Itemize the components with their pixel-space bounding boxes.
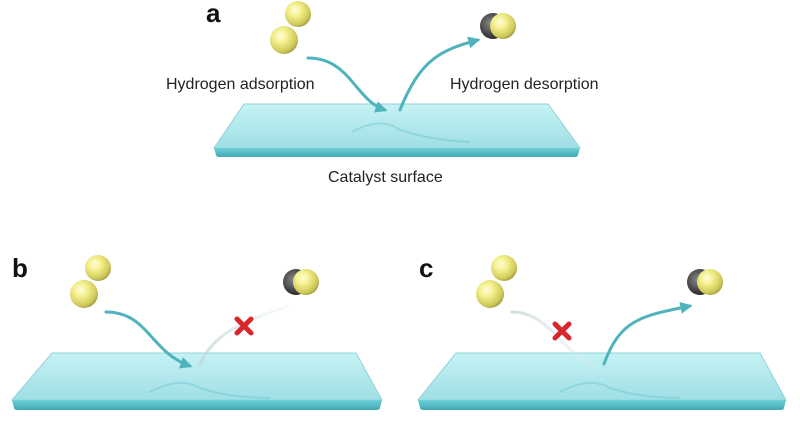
adsorption-arrow-b [104, 310, 193, 369]
label-hydrogen-desorption: Hydrogen desorption [450, 76, 599, 93]
h2-molecule-outgoing-b [283, 269, 319, 295]
label-catalyst-surface: Catalyst surface [328, 169, 443, 186]
blocked-desorption-path [198, 304, 290, 366]
path-reflection-c [559, 381, 681, 399]
panel-b: b [10, 253, 383, 410]
catalyst-plate-b [10, 352, 383, 410]
h2-molecule-outgoing-c [687, 269, 723, 295]
blocked-adsorption-path [510, 310, 598, 368]
catalyst-plate-a [213, 103, 581, 157]
red-x-mark-icon [234, 316, 254, 336]
path-reflection-b [149, 381, 271, 399]
catalyst-plate-c [416, 352, 787, 410]
panel-a: a Hydrogen adsorption Hydrogen desorptio… [166, 0, 599, 186]
h2-molecule-outgoing-a [480, 13, 516, 39]
desorption-arrow [398, 36, 481, 112]
adsorption-arrow [306, 56, 388, 113]
h2-molecule-incoming-c [476, 255, 517, 308]
h2-molecule-incoming-a [270, 1, 311, 54]
label-hydrogen-adsorption: Hydrogen adsorption [166, 76, 315, 93]
panel-letter-b: b [12, 253, 28, 283]
panel-letter-c: c [419, 253, 433, 283]
panel-c: c [416, 253, 787, 410]
desorption-arrow-c [602, 301, 693, 366]
h2-molecule-incoming-b [70, 255, 111, 308]
path-reflection-a [351, 122, 471, 143]
red-x-mark-icon [552, 321, 572, 341]
panel-letter-a: a [206, 0, 221, 28]
